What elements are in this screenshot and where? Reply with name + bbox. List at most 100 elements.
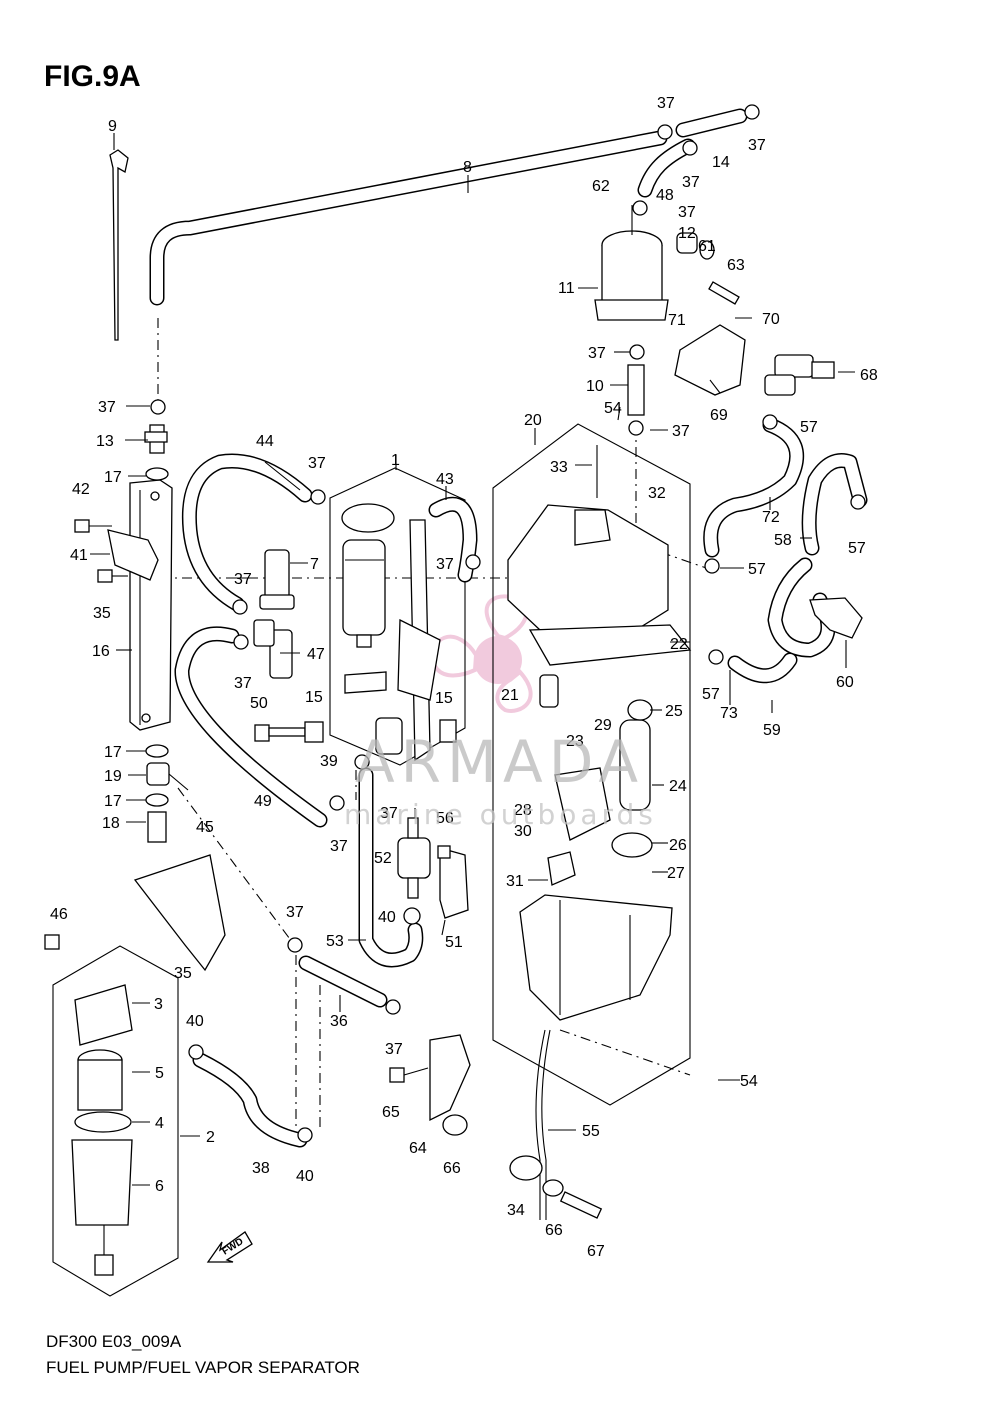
callout-6: 6 [155, 1178, 164, 1195]
callout-37: 37 [682, 174, 700, 191]
callout-53: 53 [326, 933, 344, 950]
hose-clamps-37 [150, 104, 866, 1143]
callout-34: 34 [507, 1202, 525, 1219]
callout-35: 35 [174, 965, 192, 982]
hose-58 [801, 453, 868, 556]
callout-64: 64 [409, 1140, 427, 1157]
callout-9: 9 [108, 118, 117, 135]
callout-20: 20 [524, 412, 542, 429]
vapor-separator-group-box [492, 423, 691, 1106]
callout-23: 23 [566, 733, 584, 750]
callout-25: 25 [665, 703, 683, 720]
mount-34-bolt-67 [509, 1155, 603, 1219]
union-bolt-19-18 [146, 762, 189, 843]
fuel-filter-2 [44, 934, 133, 1276]
figure-title: FIG.9A [44, 60, 141, 93]
callout-62: 62 [592, 178, 610, 195]
fuel-filter-group-box [52, 945, 179, 1297]
callout-26: 26 [669, 837, 687, 854]
callout-65: 65 [382, 1104, 400, 1121]
callout-37: 37 [380, 805, 398, 822]
callout-37: 37 [234, 675, 252, 692]
hose-59 [727, 557, 836, 684]
grommet-12-washer-61-bolt-63 [676, 232, 740, 305]
callout-42: 42 [72, 481, 90, 498]
callout-47: 47 [307, 646, 325, 663]
callout-73: 73 [720, 705, 738, 722]
washers-17 [145, 467, 169, 807]
callout-37: 37 [286, 904, 304, 921]
callout-37: 37 [436, 556, 454, 573]
callout-66: 66 [443, 1160, 461, 1177]
callout-14: 14 [712, 154, 730, 171]
callout-58: 58 [774, 532, 792, 549]
cable-tie-9 [109, 149, 129, 341]
callout-17: 17 [104, 469, 122, 486]
fittings-7-47 [253, 549, 295, 679]
callout-3: 3 [154, 996, 163, 1013]
fuel-pump-24-assembly [554, 699, 653, 858]
callout-43: 43 [436, 471, 454, 488]
callout-37: 37 [308, 455, 326, 472]
callout-39: 39 [320, 753, 338, 770]
fuel-pump-1 [341, 503, 441, 762]
hose-48 [637, 138, 696, 198]
callout-37: 37 [672, 423, 690, 440]
callout-54: 54 [740, 1073, 758, 1090]
callout-41: 41 [70, 547, 88, 564]
callout-46: 46 [50, 906, 68, 923]
pressure-regulator-21 [539, 674, 559, 708]
callout-21: 21 [501, 687, 519, 704]
callout-67: 67 [587, 1243, 605, 1260]
bracket-51 [439, 847, 469, 919]
callout-16: 16 [92, 643, 110, 660]
hose-36 [298, 955, 388, 1008]
vapor-valve-11 [594, 205, 669, 321]
hose-49 [174, 626, 328, 828]
callout-40: 40 [186, 1013, 204, 1030]
callout-48: 48 [656, 187, 674, 204]
callout-70: 70 [762, 311, 780, 328]
pipe-55 [535, 1029, 551, 1220]
callout-50: 50 [250, 695, 268, 712]
callout-57: 57 [800, 419, 818, 436]
callout-11: 11 [558, 280, 575, 297]
hose-8 [149, 130, 668, 306]
callout-13: 13 [96, 433, 114, 450]
solenoid-68 [764, 354, 835, 396]
callout-49: 49 [254, 793, 272, 810]
callout-71: 71 [668, 312, 686, 329]
callout-35: 35 [93, 605, 111, 622]
callout-45: 45 [196, 819, 214, 836]
callout-63: 63 [727, 257, 745, 274]
callout-29: 29 [594, 717, 612, 734]
bracket-41 [107, 529, 159, 581]
callout-37: 37 [588, 345, 606, 362]
hose-44 [181, 453, 313, 612]
callout-leaders [90, 133, 855, 1186]
callout-labels: 9 8 37 37 14 37 48 62 37 12 61 63 11 70 … [50, 95, 878, 1260]
callout-59: 59 [763, 722, 781, 739]
callout-17: 17 [104, 793, 122, 810]
callout-57: 57 [702, 686, 720, 703]
callout-27: 27 [667, 865, 685, 882]
callout-24: 24 [669, 778, 687, 795]
callout-15: 15 [305, 689, 323, 706]
callout-37: 37 [330, 838, 348, 855]
callout-37: 37 [678, 204, 696, 221]
callout-55: 55 [582, 1123, 600, 1140]
callout-30: 30 [514, 823, 532, 840]
callout-7: 7 [310, 556, 319, 573]
callout-17: 17 [104, 744, 122, 761]
vapor-separator-cover-20 [507, 445, 692, 666]
bolt-50-spacer-15 [254, 719, 457, 743]
callout-36: 36 [330, 1013, 348, 1030]
bracket-64-bolt-65-collar-66 [389, 1034, 471, 1136]
callout-44: 44 [256, 433, 274, 450]
clips-39-40-56 [354, 754, 451, 925]
callout-5: 5 [155, 1065, 164, 1082]
callout-51: 51 [445, 934, 463, 951]
callout-22: 22 [670, 636, 688, 653]
callout-72: 72 [762, 509, 780, 526]
